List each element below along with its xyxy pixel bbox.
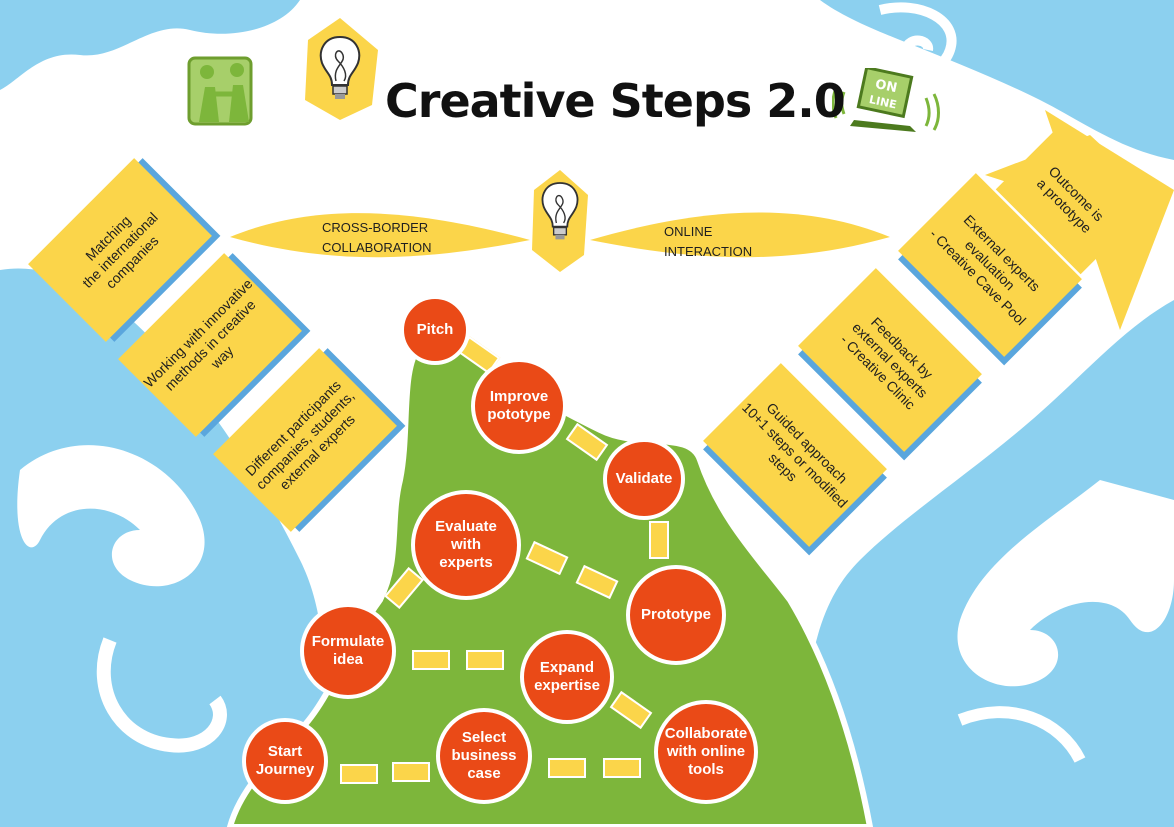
handshake-icon — [187, 56, 253, 126]
step-prototype: Prototype — [626, 565, 726, 665]
step-start-journey: Start Journey — [242, 718, 328, 804]
path-dash — [466, 650, 504, 670]
svg-text:LINE: LINE — [868, 93, 898, 112]
step-collaborate-online: Collaborate with online tools — [654, 700, 758, 804]
swirl-top-right — [878, 2, 957, 74]
path-dash — [340, 764, 378, 784]
svg-text:ON: ON — [874, 77, 899, 96]
path-dash — [412, 650, 450, 670]
step-expand-expertise: Expand expertise — [520, 630, 614, 724]
path-dash — [603, 758, 641, 778]
path-dash — [649, 521, 669, 559]
water-right — [800, 300, 1174, 827]
step-evaluate-experts: Evaluate with experts — [411, 490, 521, 600]
swirl-right — [957, 480, 1174, 687]
step-formulate-idea: Formulate idea — [300, 603, 396, 699]
band-label-left: CROSS-BORDER COLLABORATION — [322, 220, 432, 255]
swirl-left — [17, 445, 205, 587]
collaboration-band-right — [590, 212, 890, 258]
step-pitch: Pitch — [400, 295, 470, 365]
step-validate: Validate — [603, 438, 685, 520]
lightbulb-icon — [541, 182, 579, 240]
page-title: Creative Steps 2.0 — [385, 74, 846, 128]
step-improve-prototype: Improve pototype — [471, 358, 567, 454]
swirl-bottom-right — [957, 706, 1086, 763]
collaboration-band-left — [230, 213, 530, 258]
lightbulb-icon — [319, 35, 361, 99]
swirl-bottom-left — [96, 637, 227, 753]
path-dash — [392, 762, 430, 782]
step-select-business-case: Select business case — [436, 708, 532, 804]
path-dash — [548, 758, 586, 778]
band-label-right: ONLINE INTERACTION — [664, 224, 753, 259]
online-laptop-icon: ON LINE — [832, 68, 940, 132]
water-top-left — [0, 0, 300, 90]
